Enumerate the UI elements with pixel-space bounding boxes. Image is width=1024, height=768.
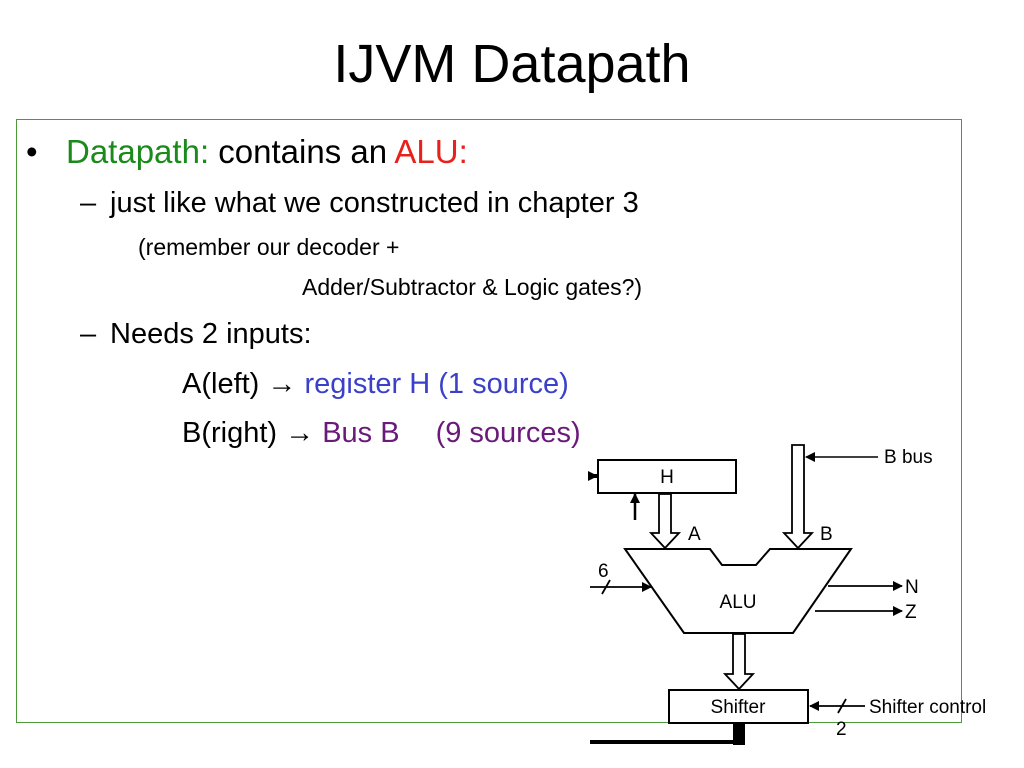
n-flag-label: N xyxy=(905,577,919,598)
term-datapath: Datapath xyxy=(66,133,200,170)
b-bus-hollow-arrow xyxy=(781,444,815,550)
alu-label: ALU xyxy=(720,592,757,613)
dash-marker: – xyxy=(80,187,97,219)
sub-bullet-inputs: –Needs 2 inputs: xyxy=(80,314,312,354)
a-input-hollow-arrow xyxy=(648,493,682,550)
h-register-label: H xyxy=(660,467,674,488)
b-bus-label: B bus xyxy=(884,447,933,468)
term-colon: : xyxy=(199,133,210,170)
sub-bullet-text: Needs 2 inputs: xyxy=(110,318,312,350)
shifter-control-width: 2 xyxy=(836,719,847,740)
alu-block xyxy=(623,548,853,634)
b-input-label: B xyxy=(820,524,833,545)
input-b-label: B(right) xyxy=(182,417,286,449)
shifter-label: Shifter xyxy=(711,697,767,718)
slide-title: IJVM Datapath xyxy=(333,34,691,94)
right-arrow-icon: → xyxy=(285,417,315,449)
h-register-box xyxy=(597,459,737,494)
input-b-sources: (9 sources) xyxy=(435,417,581,449)
content-frame xyxy=(16,119,962,723)
right-arrow-icon: → xyxy=(267,368,297,400)
bullet-datapath: • Datapath: contains an ALU: xyxy=(26,130,468,174)
input-a-line: A(left) → register H (1 source) xyxy=(182,364,569,404)
shifter-control-slash xyxy=(837,698,847,714)
bullet-marker: • xyxy=(26,133,38,170)
note-line-2: Adder/Subtractor & Logic gates?) xyxy=(302,274,643,300)
alu-control-slash xyxy=(601,579,611,595)
shifter-control-label: Shifter control xyxy=(869,697,986,718)
input-b-value: Bus B xyxy=(314,417,400,449)
dash-marker: – xyxy=(80,318,97,350)
shifter-box xyxy=(668,689,809,724)
bullet-text: contains an xyxy=(209,133,395,170)
term-alu: ALU: xyxy=(394,133,468,170)
input-a-value: register H (1 source) xyxy=(296,368,569,400)
sub-bullet-chapter: –just like what we constructed in chapte… xyxy=(80,183,639,223)
note-line-1: (remember our decoder + xyxy=(138,234,400,260)
a-input-label: A xyxy=(688,524,701,545)
shifter-output xyxy=(733,723,745,745)
alu-output-hollow-arrow xyxy=(722,633,756,691)
z-flag-label: Z xyxy=(905,602,917,623)
input-a-label: A(left) xyxy=(182,368,268,400)
alu-control-width: 6 xyxy=(598,561,609,582)
sub-bullet-text: just like what we constructed in chapter… xyxy=(110,187,639,219)
input-b-line: B(right) → Bus B (9 sources) xyxy=(182,413,581,453)
